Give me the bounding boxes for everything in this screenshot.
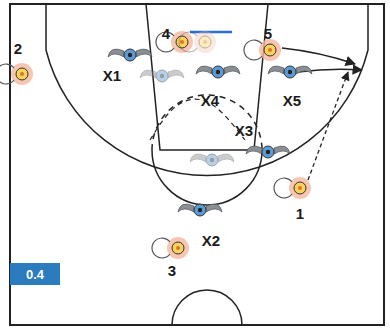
free-throw-circle — [152, 150, 262, 205]
offense-symbol — [244, 39, 281, 61]
cut-arrow — [282, 48, 355, 64]
player-number: 3 — [168, 263, 176, 278]
lane — [146, 4, 268, 150]
offense-symbol — [152, 237, 189, 259]
defender-label: X3 — [235, 123, 253, 138]
defender-symbol — [178, 204, 222, 216]
center-circle — [172, 290, 242, 325]
offense-symbol — [156, 31, 193, 53]
offense-symbol — [274, 177, 311, 199]
defender-symbol — [108, 49, 152, 61]
defender-symbol — [196, 66, 240, 78]
offense-symbol — [0, 63, 33, 85]
offense-symbol — [179, 31, 216, 53]
defender-label: X1 — [103, 68, 121, 83]
pass-arrow — [308, 72, 348, 180]
defender-symbol — [246, 146, 290, 158]
player-number: 2 — [14, 41, 22, 56]
movement-arc — [150, 99, 245, 140]
court-border — [10, 4, 384, 325]
figure-number-band: 0.4 — [10, 263, 60, 285]
player-number: 5 — [264, 26, 272, 41]
defender-label: X5 — [283, 93, 301, 108]
players — [0, 31, 312, 259]
figure-number: 0.4 — [26, 267, 44, 282]
defender-symbol — [140, 70, 184, 82]
three-point-line — [46, 4, 368, 176]
defender-label: X2 — [202, 233, 220, 248]
defender-label: X4 — [201, 93, 219, 108]
player-number: 1 — [296, 206, 304, 221]
defender-symbol — [268, 66, 312, 78]
player-number: 4 — [162, 26, 170, 41]
defender-symbol — [190, 154, 234, 166]
